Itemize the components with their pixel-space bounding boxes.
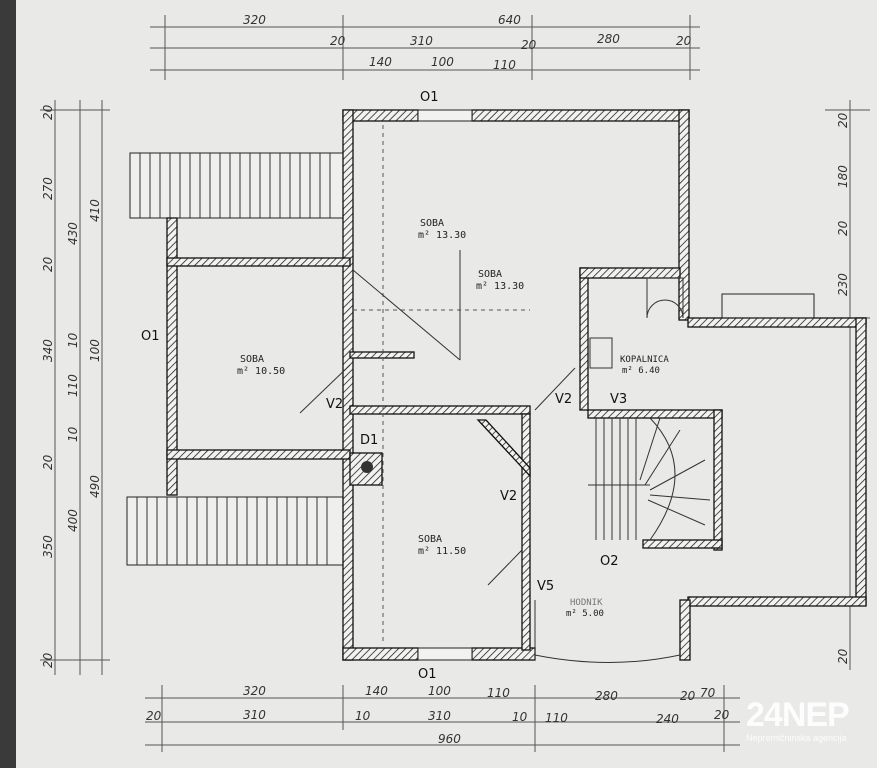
logo-subtitle: Nepremičninska agencija bbox=[746, 733, 847, 743]
dim-label: 110 bbox=[66, 374, 80, 397]
door-tag: V2 bbox=[555, 392, 572, 407]
dim-label: 100 bbox=[428, 684, 451, 698]
chimney-icon bbox=[361, 461, 373, 473]
dim-label: 100 bbox=[431, 55, 454, 69]
door-tag: V2 bbox=[500, 489, 517, 504]
dim-label: 70 bbox=[700, 686, 716, 700]
dim-label: 280 bbox=[595, 689, 618, 703]
dim-label: 320 bbox=[243, 684, 266, 698]
dim-label: 140 bbox=[365, 684, 388, 698]
dim-label: 20 bbox=[330, 34, 346, 48]
room-area: m² 6.40 bbox=[622, 366, 660, 376]
opening-tags: O1 O1 O1 O2 D1 V2 V2 V2 V3 V5 bbox=[141, 90, 627, 682]
dimensions-bottom: 320 140 100 110 280 20 70 20 310 10 310 … bbox=[146, 684, 730, 746]
balcony-bottom bbox=[126, 496, 344, 566]
dim-label: 340 bbox=[41, 339, 55, 362]
balcony-top bbox=[129, 152, 344, 219]
room-name: SOBA bbox=[240, 354, 264, 365]
window-tag: O1 bbox=[420, 90, 439, 105]
door-tag: V3 bbox=[610, 392, 627, 407]
logo-mark: 24NEP bbox=[746, 696, 850, 734]
door-tag: V5 bbox=[537, 579, 554, 594]
dim-label: 20 bbox=[680, 689, 696, 703]
dim-label: 320 bbox=[243, 13, 266, 27]
interior-details bbox=[299, 125, 711, 663]
room-area: m² 13.30 bbox=[476, 281, 524, 292]
agency-logo: 24NEP Nepremičninska agencija bbox=[746, 696, 850, 743]
dim-label: 310 bbox=[428, 709, 451, 723]
room-area: m² 11.50 bbox=[418, 546, 466, 557]
dim-label: 20 bbox=[41, 652, 55, 668]
dim-label: 410 bbox=[88, 199, 102, 222]
dim-label: 310 bbox=[410, 34, 433, 48]
walls bbox=[166, 109, 867, 661]
binding-shadow bbox=[0, 0, 16, 768]
dim-label: 310 bbox=[243, 708, 266, 722]
dim-label: 10 bbox=[66, 332, 80, 348]
dim-label: 110 bbox=[545, 711, 568, 725]
window-tag: O1 bbox=[141, 329, 160, 344]
room-area: m² 13.30 bbox=[418, 230, 466, 241]
dim-label: 20 bbox=[41, 256, 55, 272]
room-name: SOBA bbox=[420, 218, 444, 229]
dim-label: 960 bbox=[438, 732, 461, 746]
room-name: KOPALNICA bbox=[620, 355, 669, 365]
door-tag: V2 bbox=[326, 397, 343, 412]
dim-label: 10 bbox=[355, 709, 371, 723]
dim-label: 20 bbox=[836, 648, 850, 664]
room-name: SOBA bbox=[478, 269, 502, 280]
dim-label: 20 bbox=[41, 104, 55, 120]
room-name: HODNIK bbox=[570, 598, 603, 608]
dim-label: 350 bbox=[41, 535, 55, 558]
dim-label: 10 bbox=[66, 426, 80, 442]
dim-label: 400 bbox=[66, 509, 80, 532]
dim-label: 10 bbox=[512, 710, 528, 724]
dim-label: 270 bbox=[41, 177, 55, 200]
dim-label: 280 bbox=[597, 32, 620, 46]
dim-label: 20 bbox=[714, 708, 730, 722]
door-tag: D1 bbox=[360, 433, 378, 448]
room-area: m² 5.00 bbox=[566, 609, 604, 619]
dim-label: 20 bbox=[676, 34, 692, 48]
staircase bbox=[588, 417, 711, 541]
dimension-lines bbox=[40, 15, 870, 752]
dim-label: 100 bbox=[88, 339, 102, 362]
dimensions-right: 20 180 20 230 20 bbox=[836, 112, 850, 664]
dim-label: 230 bbox=[836, 273, 850, 296]
dim-label: 180 bbox=[836, 165, 850, 188]
dim-label: 20 bbox=[521, 38, 537, 52]
dim-label: 20 bbox=[41, 454, 55, 470]
dim-label: 240 bbox=[656, 712, 679, 726]
dimensions-top: 320 640 20 310 20 280 20 140 100 110 bbox=[243, 13, 692, 72]
room-name: SOBA bbox=[418, 534, 442, 545]
window-tag: O1 bbox=[418, 667, 437, 682]
dim-label: 20 bbox=[836, 112, 850, 128]
room-labels: SOBA m² 13.30 SOBA m² 13.30 SOBA m² 10.5… bbox=[237, 218, 669, 619]
dim-label: 110 bbox=[487, 686, 510, 700]
dim-label: 490 bbox=[88, 475, 102, 498]
dim-label: 640 bbox=[498, 13, 521, 27]
dim-label: 20 bbox=[146, 709, 162, 723]
dim-label: 430 bbox=[66, 222, 80, 245]
dim-label: 110 bbox=[493, 58, 516, 72]
window-tag: O2 bbox=[600, 554, 619, 569]
dimensions-left: 20 270 20 340 20 350 20 430 10 110 10 40… bbox=[41, 104, 102, 668]
room-area: m² 10.50 bbox=[237, 366, 285, 377]
dim-label: 140 bbox=[369, 55, 392, 69]
dim-label: 20 bbox=[836, 220, 850, 236]
